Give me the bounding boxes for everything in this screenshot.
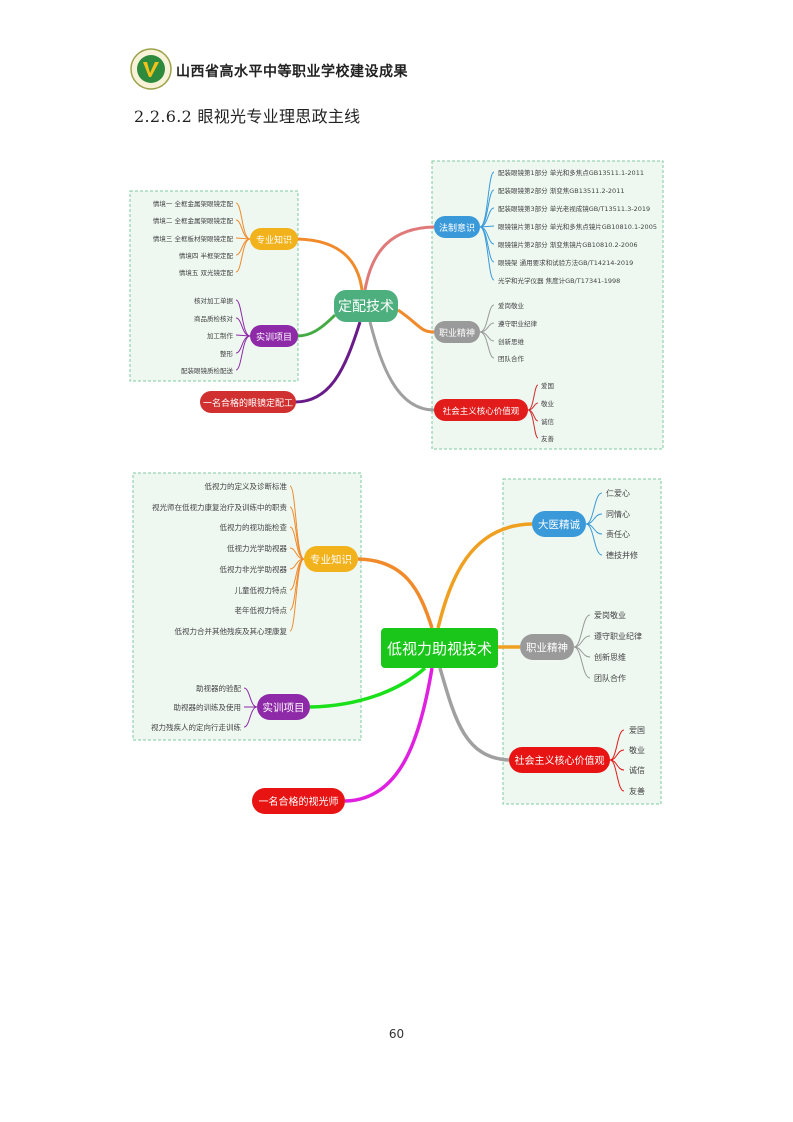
map2-hexin-item: 敬业: [629, 745, 645, 755]
map1-zhuanye-item: 情境一 全框金属架眼镜定配: [153, 199, 234, 208]
map2-center-label: 低视力助视技术: [387, 640, 492, 658]
map2-dayi-item: 责任心: [606, 529, 630, 539]
map1-fazhi-item: 配装眼镜第1部分 单光和多焦点GB13511.1-2011: [498, 168, 644, 177]
map2-zhuanye-item: 低视力的定义及诊断标准: [205, 481, 288, 491]
map1-shixun-item: 整形: [220, 349, 234, 358]
map2-jingshen-node: [520, 634, 574, 660]
map2-shixun-label: 实训项目: [263, 701, 305, 714]
map1-shixun-item: 核对加工单据: [194, 296, 234, 305]
map2-zhuanye-label: 专业知识: [310, 553, 352, 566]
map1-zhuanye-item: 情境四 半框架定配: [179, 251, 234, 260]
school-logo: [130, 48, 172, 90]
map1-jingshen-label: 职业精神: [439, 327, 475, 339]
map1-fazhi-item: 眼镜架 通用要求和试验方法GB/T14214-2019: [498, 258, 633, 267]
map1-fazhi-label: 法制意识: [439, 222, 475, 234]
map2-goal-node: [252, 788, 345, 814]
map1-hexin-item: 爱国: [541, 382, 554, 390]
map1-fazhi-item: 眼镜镜片第1部分 单光和多焦点镜片GB10810.1-2005: [498, 222, 657, 231]
map2-dayi-item: 德技并修: [606, 550, 638, 560]
map2-dayi-item: 仁爱心: [606, 488, 630, 498]
map1-jingshen-node: [434, 321, 480, 343]
map2-zhuanye-item: 儿童低视力特点: [235, 585, 288, 595]
map1-zhuanye-item: 情境二 全框金属架眼镜定配: [153, 216, 234, 225]
map2-jingshen-item: 遵守职业纪律: [594, 631, 642, 641]
map1-hexin-item: 友善: [541, 434, 555, 443]
map1-hexin-node: [434, 399, 528, 421]
map2-zhuanye-item: 视光师在低视力康复治疗及训练中的职责: [152, 502, 287, 512]
page-number: 60: [388, 1027, 405, 1041]
map2-dayi-label: 大医精诚: [538, 518, 580, 531]
map2-dayi-node: [532, 511, 586, 537]
map2-shixun-item: 助视器的验配: [196, 683, 241, 693]
map2-zhuanye-item: 低视力的视功能检查: [220, 522, 288, 532]
map1-center-node: [334, 290, 398, 322]
map1-center-label: 定配技术: [338, 299, 394, 315]
map2-hexin-item: 诚信: [629, 765, 645, 775]
map2-hexin-label: 社会主义核心价值观: [515, 754, 605, 767]
map1-hexin-item: 敬业: [541, 399, 555, 408]
map1-fazhi-item: 配装眼镜第3部分 单光老视成镜GB/T13511.3-2019: [498, 204, 650, 213]
map1-left-box: [129, 190, 299, 382]
map1-shixun-item: 加工制作: [207, 331, 234, 340]
map1-goal-label: 一名合格的眼镜定配工: [203, 397, 293, 409]
map1-shixun-item: 商品质检核对: [194, 314, 234, 323]
map2-shixun-item: 视力残疾人的定向行走训练: [151, 722, 241, 732]
map2-jingshen-item: 团队合作: [594, 673, 626, 683]
map2-goal-label: 一名合格的视光师: [259, 795, 339, 808]
map1-shixun-node: [250, 325, 298, 347]
map1-jingshen-item: 团队合作: [498, 354, 525, 363]
map1-jingshen-item: 遵守职业纪律: [498, 319, 538, 328]
map2-zhuanye-item: 低视力光学助视器: [227, 543, 287, 553]
map2-zhuanye-node: [304, 546, 358, 572]
map2-jingshen-item: 爱岗敬业: [594, 610, 626, 620]
map2-shixun-node: [257, 694, 310, 720]
section-heading: 2.2.6.2 眼视光专业理思政主线: [134, 107, 361, 126]
map2-hexin-node: [509, 747, 610, 773]
map1-shixun-label: 实训项目: [256, 331, 292, 343]
map2-dayi-item: 同情心: [606, 509, 630, 519]
map1-fazhi-item: 配装眼镜第2部分 渐变焦GB13511.2-2011: [498, 186, 624, 195]
map1-zhuanye-item: 情境五 双光镜定配: [179, 268, 234, 277]
map1-goal-node: [200, 391, 296, 413]
map2-shixun-item: 助视器的训练及使用: [174, 702, 242, 712]
map1-fazhi-node: [434, 216, 480, 238]
map1-fazhi-item: 光学和光学仪器 焦度计GB/T17341-1998: [498, 276, 620, 285]
map2-hexin-item: 爱国: [629, 726, 645, 735]
map2-zhuanye-item: 老年低视力特点: [235, 605, 288, 615]
map1-shixun-item: 配装眼镜质检配送: [181, 366, 234, 375]
map2-jingshen-item: 创新思维: [594, 652, 626, 662]
map2-left-box: [132, 472, 362, 741]
map2-jingshen-label: 职业精神: [526, 641, 568, 654]
map1-hexin-item: 诚信: [541, 417, 555, 426]
map1-jingshen-item: 爱岗敬业: [498, 301, 525, 310]
map2-zhuanye-item: 低视力合并其他残疾及其心理康复: [175, 626, 288, 636]
map1-zhuanye-label: 专业知识: [256, 234, 292, 246]
map2-hexin-item: 友善: [629, 786, 645, 796]
map1-hexin-label: 社会主义核心价值观: [443, 406, 520, 417]
map1-zhuanye-node: [250, 228, 298, 250]
map1-jingshen-item: 创新思维: [498, 337, 525, 346]
map2-zhuanye-item: 低视力非光学助视器: [220, 564, 288, 574]
map1-zhuanye-item: 情境三 全框板材架眼镜定配: [153, 234, 234, 243]
map2-center-node: [381, 628, 498, 668]
map1-fazhi-item: 眼镜镜片第2部分 渐变焦镜片GB10810.2-2006: [498, 240, 637, 249]
header-title: 山西省高水平中等职业学校建设成果: [176, 64, 408, 80]
